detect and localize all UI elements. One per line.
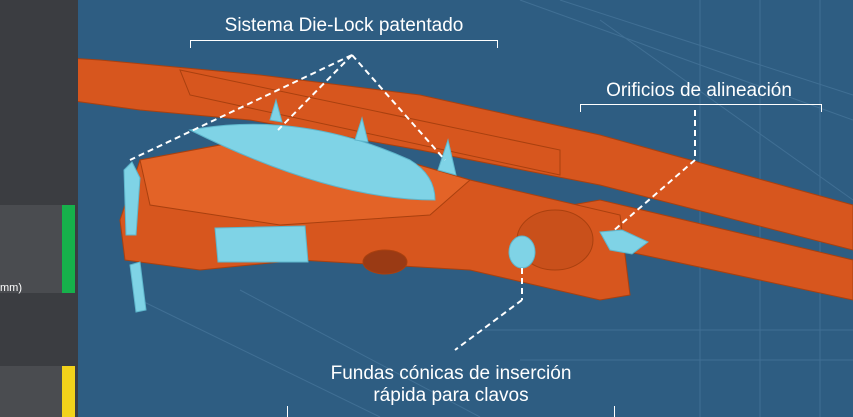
callout-alignment-holes: Orificios de alineación [606,80,792,101]
spec-card-yellow [0,366,75,417]
callout-sleeves-bracket [287,406,615,417]
callout-sleeves-line1: Fundas cónicas de inserción [330,363,572,384]
left-panel: mm) [0,0,78,417]
callout-die-lock: Sistema Die-Lock patentado [224,15,464,36]
yellow-accent-bar [62,366,75,417]
spec-card-green [0,205,75,293]
cyan-features [123,98,649,313]
callout-die-lock-bracket [190,40,498,48]
callout-sleeves-line2: rápida para clavos [373,385,529,406]
green-accent-bar [62,205,75,293]
callout-alignment-bracket [580,104,822,112]
leader-lines [129,54,696,351]
card-unit-text: mm) [0,282,22,294]
